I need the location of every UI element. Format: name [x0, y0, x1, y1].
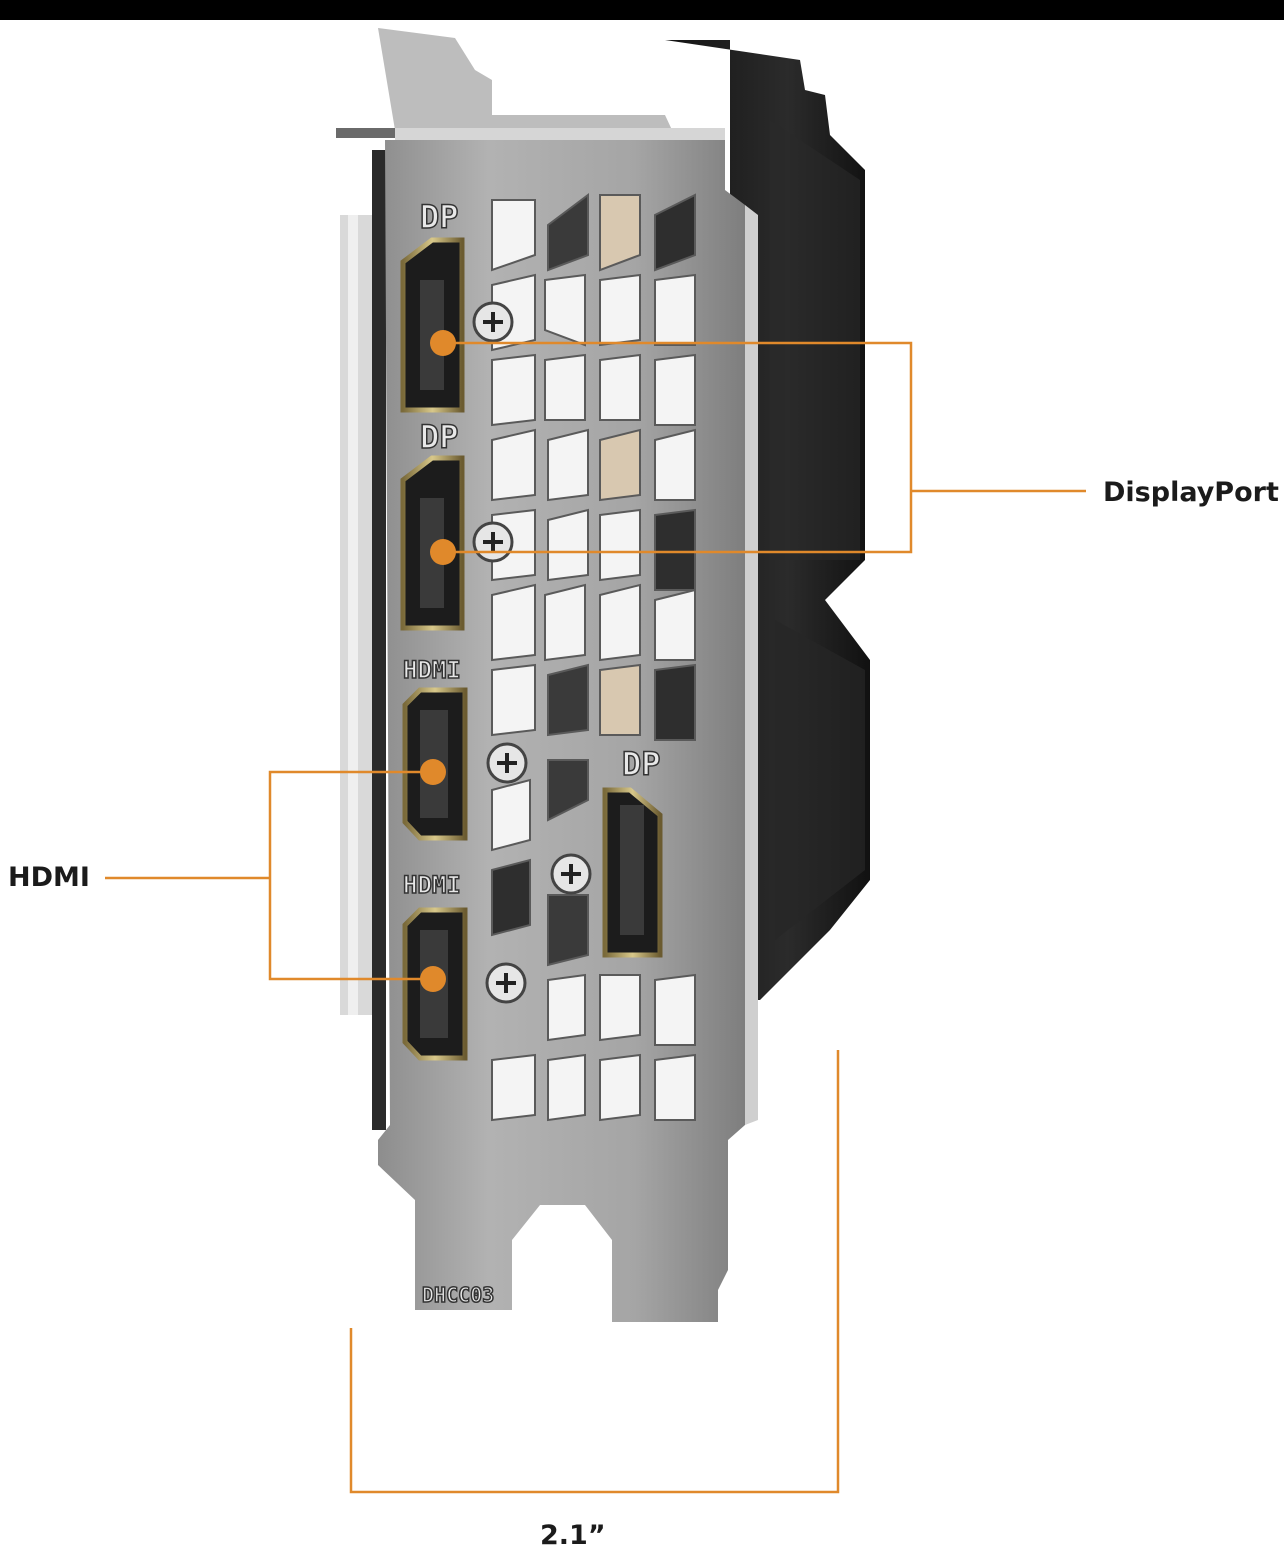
bracket-label-hdmi-upper: HDMI: [403, 656, 461, 684]
dp-marker-dot: [430, 330, 456, 356]
screw-icon: [550, 853, 592, 895]
bracket-screws: [472, 301, 592, 1004]
dp-marker-dot: [430, 539, 456, 565]
top-black-bar: [0, 0, 1284, 20]
card-shroud: [665, 40, 870, 1000]
callout-lines: [105, 341, 1086, 1494]
bracket-vents: [491, 193, 696, 1122]
bracket-label-dp-side: DP: [622, 745, 661, 783]
bracket-label-code: DHCC03: [422, 1283, 494, 1307]
hdmi-callout-label: HDMI: [8, 862, 90, 893]
hdmi-marker-dot: [420, 759, 446, 785]
hdmi-marker-dot: [420, 966, 446, 992]
bracket-label-dp-top: DP: [420, 198, 459, 236]
screw-icon: [472, 301, 514, 343]
bracket-top-tab: [336, 28, 725, 140]
bracket-label-dp-mid: DP: [420, 418, 459, 456]
displayport-leader-line: [443, 341, 1086, 554]
hdmi-leader-line: [105, 770, 433, 981]
displayport-callout-label: DisplayPort: [1103, 477, 1279, 508]
screw-icon: [485, 962, 527, 1004]
displayport-port-middle: [400, 455, 465, 631]
width-dimension-label: 2.1”: [540, 1520, 606, 1551]
screw-icon: [486, 742, 528, 784]
width-dimension-line: [349, 1050, 840, 1494]
displayport-port-top: [400, 237, 465, 413]
callout-dots: [420, 330, 456, 992]
bracket-label-hdmi-lower: HDMI: [403, 871, 461, 899]
screw-icon: [472, 521, 514, 563]
card-backplate-edge: [340, 150, 386, 1130]
bracket-stamped-labels: DP DP HDMI HDMI DP DHCC03: [402, 197, 661, 1308]
displayport-port-side: [602, 787, 663, 958]
